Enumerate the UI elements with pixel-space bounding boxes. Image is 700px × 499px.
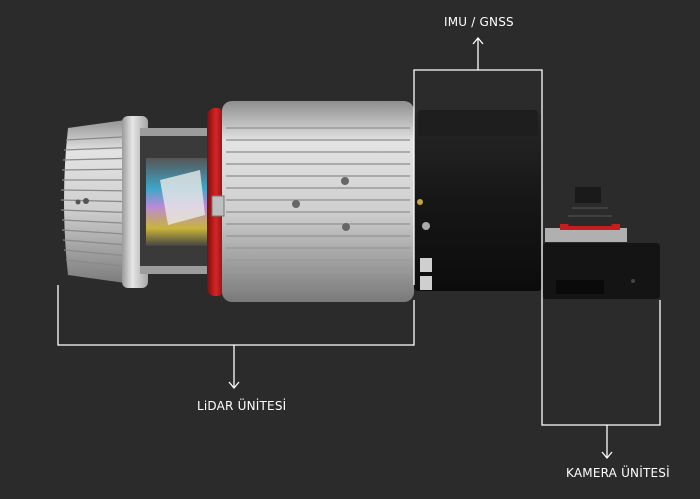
- arrow-icon: [228, 345, 240, 390]
- camera-unit-label: KAMERA ÜNİTESİ: [566, 466, 670, 480]
- imu-gnss-module: [414, 110, 542, 291]
- imu-gnss-bracket: [413, 69, 661, 426]
- arrow-icon: [472, 36, 484, 70]
- lidar-bracket: [57, 285, 415, 346]
- imu-gnss-label: IMU / GNSS: [444, 15, 514, 29]
- lidar-optical-window: [140, 128, 215, 274]
- arrow-icon: [601, 425, 613, 460]
- annotation-brackets: [57, 69, 661, 426]
- lidar-unit-label: LiDAR ÜNİTESİ: [197, 399, 287, 413]
- camera-unit: [543, 187, 660, 299]
- lidar-main-body: [211, 101, 414, 302]
- lidar-scanner-head: [60, 116, 148, 288]
